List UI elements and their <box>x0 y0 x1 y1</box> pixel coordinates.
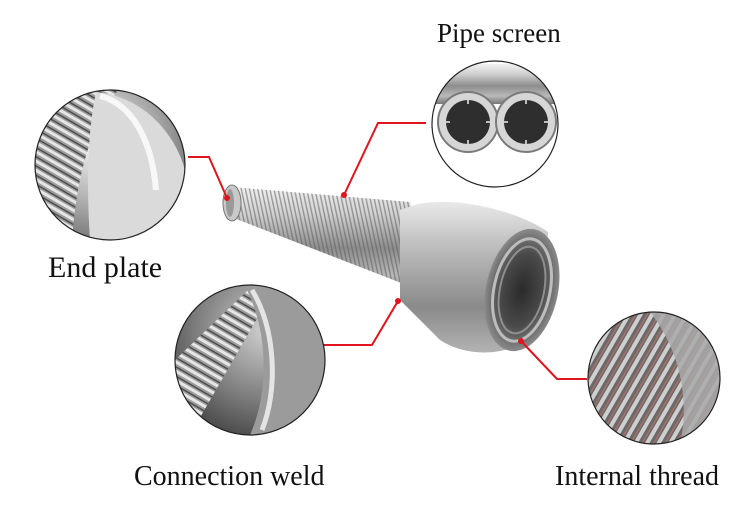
main-pipe <box>222 184 560 353</box>
callout-dots <box>224 192 524 344</box>
label-end-plate: End plate <box>48 251 163 284</box>
detail-internal-thread <box>588 312 720 444</box>
callout-end-plate <box>188 156 228 199</box>
label-pipe-screen: Pipe screen <box>437 18 561 48</box>
label-internal-thread: Internal thread <box>555 461 720 492</box>
detail-pipe-screen <box>432 61 558 187</box>
detail-end-plate <box>35 90 185 240</box>
callout-pipe-screen <box>343 122 426 196</box>
screen-wire-pattern <box>226 187 440 298</box>
detail-connection-weld <box>175 285 325 435</box>
callout-internal-thread <box>520 340 587 380</box>
label-connection-weld: Connection weld <box>134 461 325 492</box>
